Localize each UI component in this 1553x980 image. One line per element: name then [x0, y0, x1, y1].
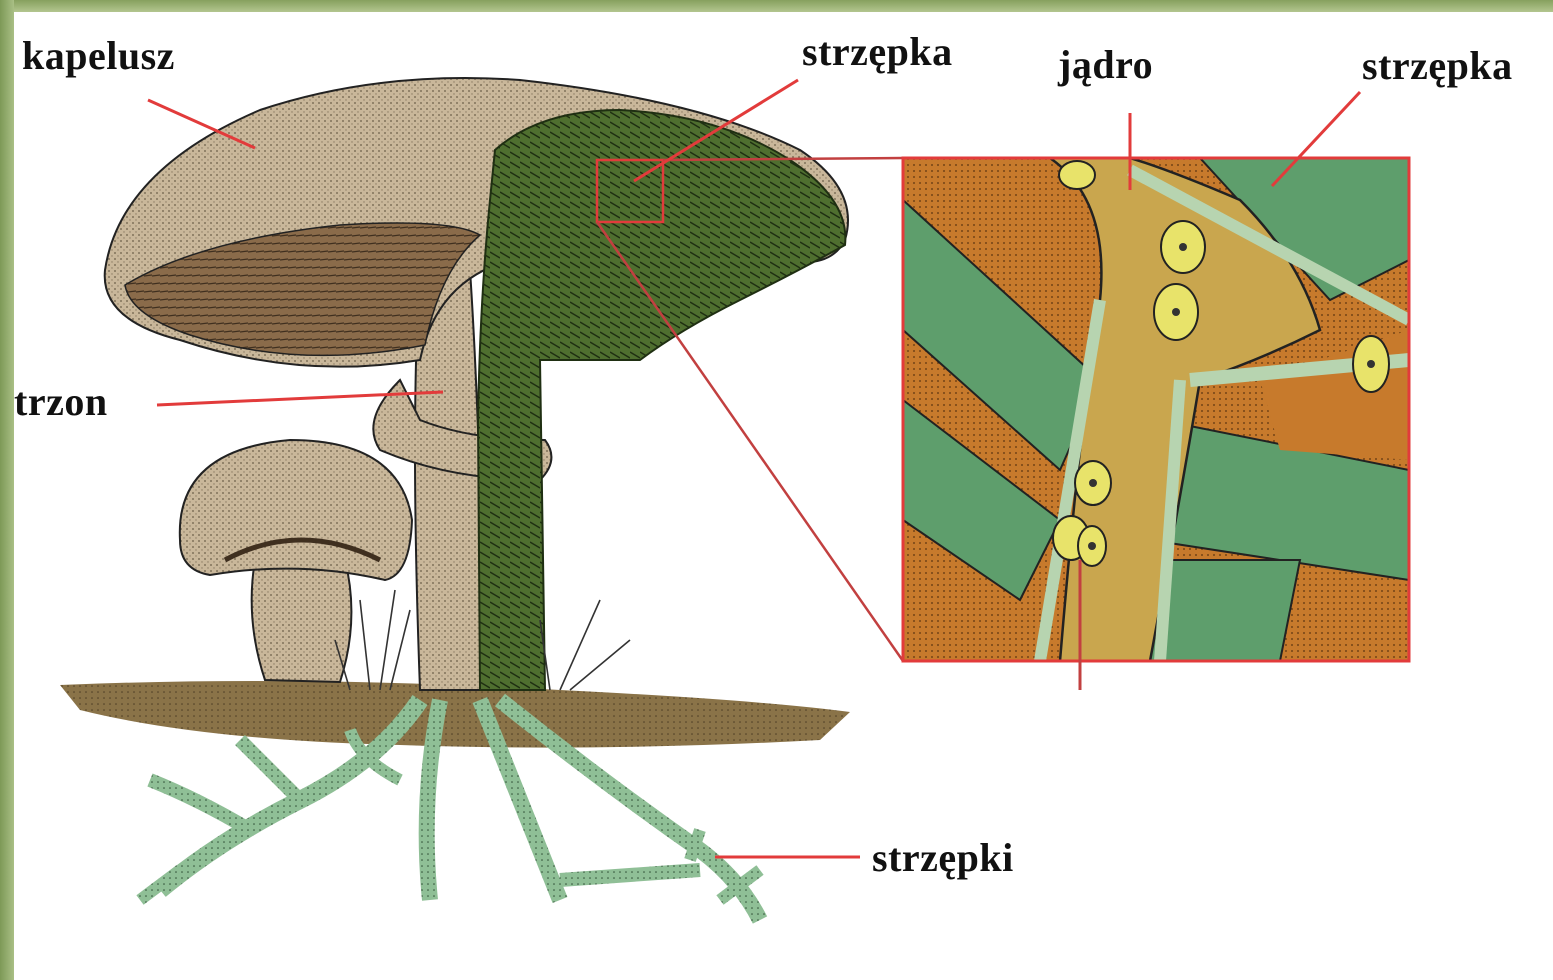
- hyphae-cutaway: [478, 110, 845, 690]
- label-hyphae: strzępki: [872, 838, 1014, 878]
- label-hypha-top: strzępka: [802, 32, 953, 72]
- label-nucleus: jądro: [1058, 45, 1153, 85]
- label-hypha-right: strzępka: [1362, 46, 1513, 86]
- young-mushroom: [180, 440, 412, 682]
- label-cap: kapelusz: [22, 36, 175, 76]
- hyphae-magnification-inset: [903, 158, 1409, 661]
- label-stem: trzon: [14, 382, 108, 422]
